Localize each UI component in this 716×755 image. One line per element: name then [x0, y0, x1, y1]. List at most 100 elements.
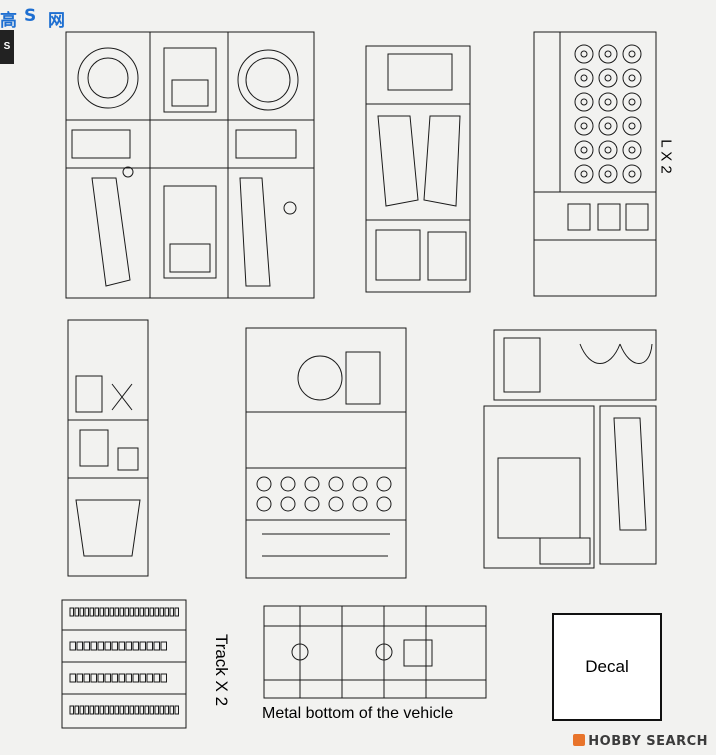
- track-link: [114, 705, 119, 715]
- small-wheel: [280, 496, 296, 512]
- track-quantity-label: Track X 2: [212, 633, 231, 707]
- road-wheel: [574, 44, 594, 64]
- track-link: [94, 607, 99, 617]
- track-link: [139, 607, 144, 617]
- track-link: [74, 607, 79, 617]
- track-link: [144, 705, 149, 715]
- track-link: [124, 705, 129, 715]
- road-wheel-hub: [580, 170, 588, 178]
- metal-bottom: [263, 605, 487, 699]
- track-link: [118, 673, 125, 683]
- track-link: [104, 607, 109, 617]
- road-wheel-hub: [580, 122, 588, 130]
- road-wheel: [574, 92, 594, 112]
- track-link: [125, 641, 132, 651]
- road-wheel-hub: [604, 170, 612, 178]
- road-wheel: [622, 44, 642, 64]
- track-link: [134, 607, 139, 617]
- road-wheel-hub: [628, 98, 636, 106]
- watermark-char: S: [24, 6, 37, 26]
- small-wheel: [352, 476, 368, 492]
- track-link: [160, 673, 167, 683]
- road-wheel-hub: [604, 122, 612, 130]
- track-link: [94, 705, 99, 715]
- track-link: [104, 705, 109, 715]
- road-wheel-hub: [604, 98, 612, 106]
- track-link: [104, 673, 111, 683]
- track-link: [146, 673, 153, 683]
- track-link: [159, 607, 164, 617]
- track-link: [124, 607, 129, 617]
- track-link: [74, 705, 79, 715]
- track-link: [69, 705, 74, 715]
- track-link: [99, 705, 104, 715]
- road-wheel: [598, 68, 618, 88]
- track-link: [164, 705, 169, 715]
- track-link: [83, 641, 90, 651]
- track-link: [139, 705, 144, 715]
- track-sprue: [61, 599, 187, 729]
- track-link: [97, 673, 104, 683]
- sprue-top-middle: [365, 45, 471, 293]
- small-wheel: [256, 476, 272, 492]
- road-wheel: [598, 44, 618, 64]
- track-link: [84, 705, 89, 715]
- road-wheel: [574, 68, 594, 88]
- track-link: [139, 641, 146, 651]
- track-link: [139, 673, 146, 683]
- road-wheel-hub: [580, 74, 588, 82]
- hobby-search-logo: HOBBY SEARCH: [573, 734, 708, 749]
- road-wheel-hub: [628, 146, 636, 154]
- road-wheel-hub: [628, 74, 636, 82]
- road-wheel: [574, 164, 594, 184]
- small-wheel: [256, 496, 272, 512]
- road-wheel-hub: [628, 50, 636, 58]
- sprue-top-right: [533, 31, 657, 297]
- hobby-search-text: HOBBY SEARCH: [588, 734, 708, 749]
- road-wheel-hub: [628, 170, 636, 178]
- road-wheel: [598, 164, 618, 184]
- road-wheel-hub: [628, 122, 636, 130]
- track-link: [132, 641, 139, 651]
- road-wheel: [622, 92, 642, 112]
- small-wheel: [304, 476, 320, 492]
- watermark-char: 网: [48, 11, 65, 31]
- small-wheel: [328, 496, 344, 512]
- watermark-char: 高: [0, 11, 17, 31]
- track-link: [146, 641, 153, 651]
- track-link: [144, 607, 149, 617]
- sprue-right-middle: [483, 329, 657, 569]
- track-link: [90, 641, 97, 651]
- track-link: [149, 607, 154, 617]
- track-link: [104, 641, 111, 651]
- small-wheel: [280, 476, 296, 492]
- road-wheel-hub: [604, 74, 612, 82]
- road-wheel: [622, 116, 642, 136]
- track-link: [174, 705, 179, 715]
- track-link: [119, 607, 124, 617]
- road-wheel: [598, 92, 618, 112]
- track-link: [97, 641, 104, 651]
- track-link: [153, 641, 160, 651]
- track-link: [134, 705, 139, 715]
- track-link: [169, 705, 174, 715]
- small-wheel: [376, 496, 392, 512]
- track-link: [69, 607, 74, 617]
- track-link: [99, 607, 104, 617]
- hobby-search-icon: [573, 734, 586, 746]
- track-link: [118, 641, 125, 651]
- track-link: [76, 641, 83, 651]
- road-wheel-hub: [604, 146, 612, 154]
- track-link: [76, 673, 83, 683]
- track-link: [111, 641, 118, 651]
- track-link: [119, 705, 124, 715]
- watermark-logo: 高 S 网: [0, 6, 74, 31]
- track-link: [159, 705, 164, 715]
- track-link: [90, 673, 97, 683]
- track-link: [69, 673, 76, 683]
- track-link: [69, 641, 76, 651]
- track-link: [129, 607, 134, 617]
- road-wheel: [622, 68, 642, 88]
